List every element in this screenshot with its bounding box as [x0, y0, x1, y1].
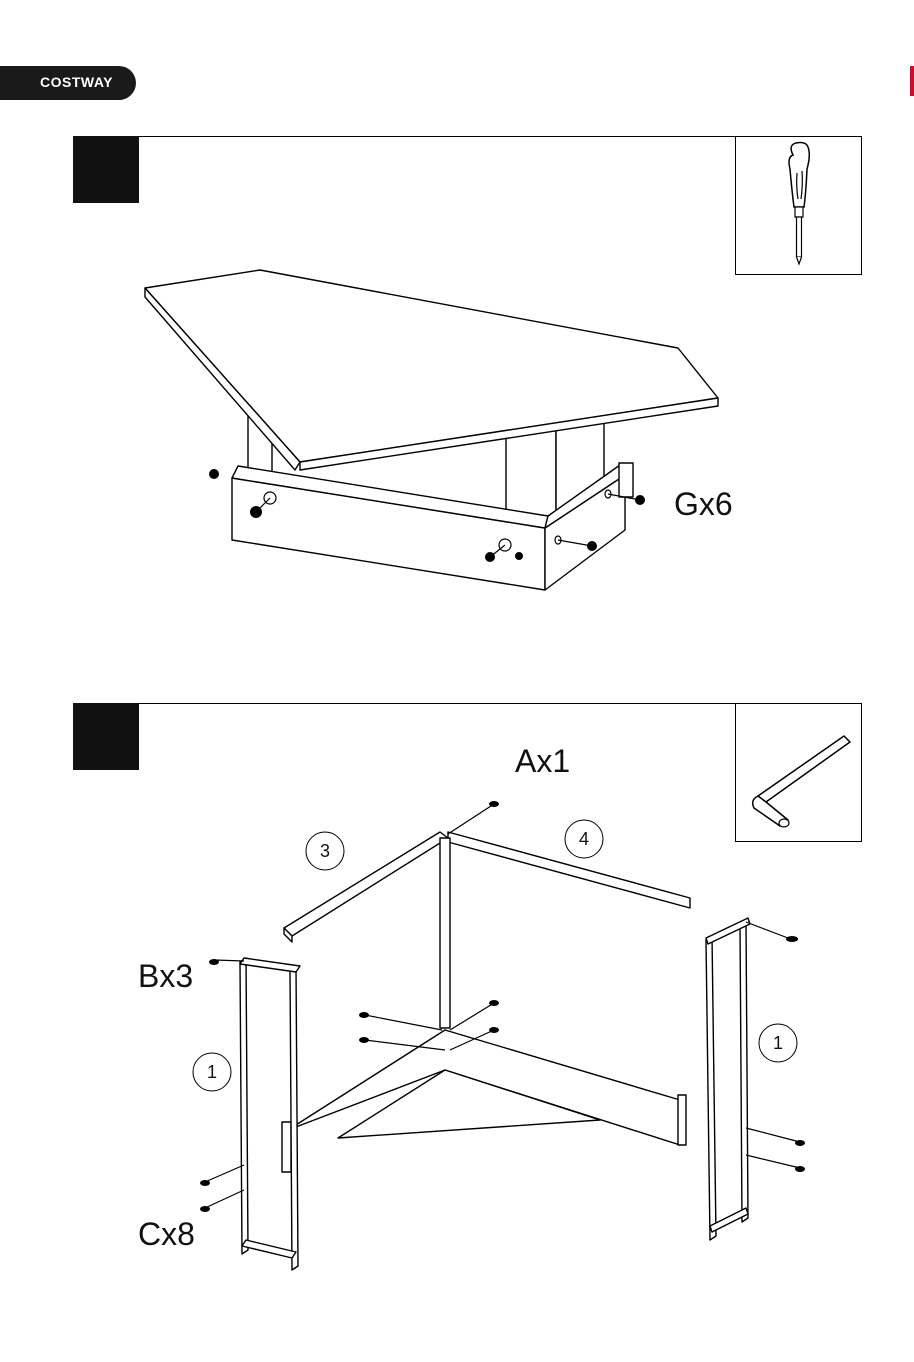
step-1-tool-box — [735, 136, 862, 275]
step-2-tool-box — [735, 703, 862, 842]
center-post — [440, 838, 450, 1028]
part-number-1-left: 1 — [201, 1063, 223, 1081]
bottom-shelf — [338, 1070, 600, 1138]
brand-logo: COSTWAY — [0, 66, 136, 100]
side-panel — [545, 475, 625, 590]
hardware-callout-b: Bx3 — [138, 960, 193, 992]
hardware-callout-g: Gx6 — [674, 488, 733, 520]
screwdriver-icon — [736, 137, 861, 274]
brand-name: COSTWAY — [40, 74, 113, 90]
crossbar-3 — [284, 832, 448, 936]
part-number-4: 4 — [573, 830, 595, 848]
tabletop — [145, 270, 718, 462]
part-number-1-right: 1 — [767, 1034, 789, 1052]
front-panel — [232, 478, 545, 590]
hex-key-icon — [736, 704, 861, 841]
support-panel-left — [248, 395, 272, 475]
cam-bolt — [209, 469, 219, 479]
hardware-callout-a: Ax1 — [515, 745, 570, 777]
bottom-frame — [288, 1030, 680, 1145]
crossbar-4 — [448, 832, 690, 908]
support-panel-middle — [506, 425, 556, 520]
hardware-callout-c: Cx8 — [138, 1218, 195, 1250]
corner-bracket — [619, 463, 633, 497]
page-edge-marker — [910, 66, 914, 96]
support-panel-right — [556, 418, 604, 518]
part-number-3: 3 — [314, 842, 336, 860]
step-1-number-box — [73, 136, 139, 203]
step-2-number-box — [73, 703, 139, 770]
